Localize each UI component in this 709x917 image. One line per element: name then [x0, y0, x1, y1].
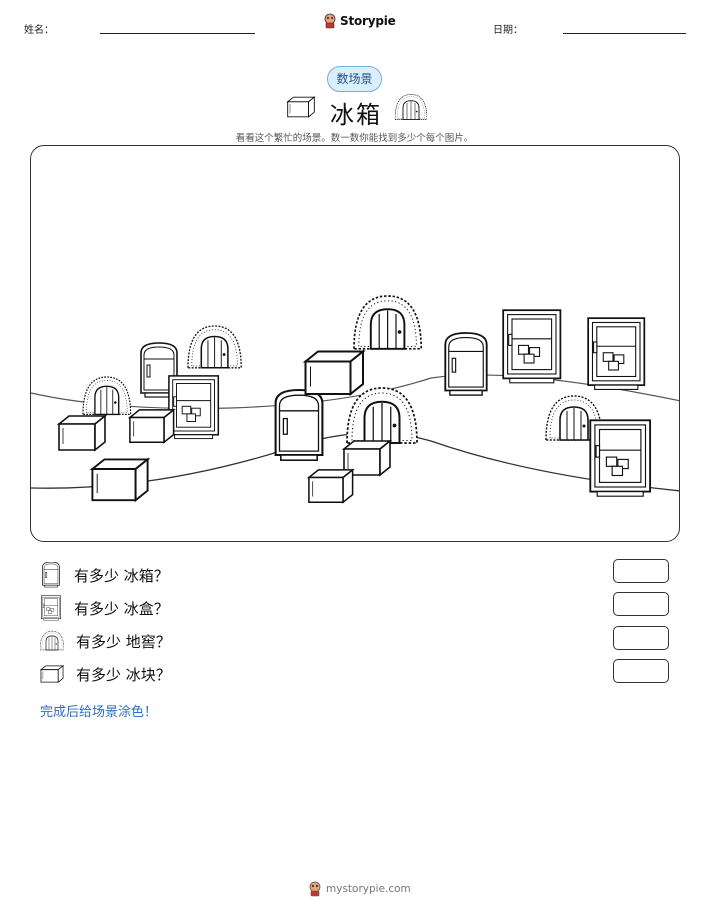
category-badge: 数场景	[327, 66, 382, 92]
cellar-2	[353, 295, 423, 350]
fridge-icon	[42, 562, 60, 588]
brand-name: Storypie	[340, 14, 396, 28]
fridge-3	[274, 388, 324, 462]
ice-box-icon	[41, 595, 61, 621]
counting-scene	[30, 145, 680, 542]
brand-logo: Storypie	[323, 13, 396, 29]
cellar-icon	[395, 94, 427, 120]
answer-box-fridge[interactable]	[613, 559, 669, 583]
cellar-icon	[40, 630, 64, 651]
fridge-2	[444, 332, 488, 397]
answer-box-ice-cube[interactable]	[613, 659, 669, 683]
ice-box-3	[168, 375, 220, 440]
ice-box-4	[589, 419, 652, 498]
name-label: 姓名：	[24, 25, 54, 36]
question-text: 有多少 冰块？	[76, 665, 171, 684]
ice-box-2	[587, 317, 646, 391]
cellar-1	[187, 325, 242, 369]
page-title: 冰箱	[330, 101, 382, 129]
scene-illustration	[31, 295, 679, 503]
ice-cube-3	[129, 409, 175, 443]
question-text: 有多少 冰盒？	[74, 599, 169, 618]
question-fridge: 有多少 冰箱？	[40, 562, 169, 588]
question-ice-cube: 有多少 冰块？	[40, 661, 171, 687]
question-cellar: 有多少 地窖？	[40, 628, 171, 654]
name-field[interactable]	[100, 33, 255, 34]
answer-box-ice-box[interactable]	[613, 592, 669, 616]
site-footer: mystorypie.com	[308, 881, 411, 897]
storypie-mascot-icon	[309, 881, 321, 897]
ice-cube-6	[308, 469, 354, 503]
ice-cube-1	[304, 350, 364, 395]
question-text: 有多少 地窖？	[76, 632, 171, 651]
instructions: 看看这个繁忙的场景。数一数你能找到多少个每个图片。	[235, 133, 474, 144]
cellar-3	[82, 376, 132, 416]
ice-cube-icon	[40, 665, 64, 683]
question-ice-box: 有多少 冰盒？	[40, 595, 169, 621]
date-label: 日期：	[493, 25, 523, 36]
coloring-note: 完成后给场景涂色！	[40, 705, 158, 720]
ice-box-1	[502, 309, 562, 384]
question-text: 有多少 冰箱？	[74, 566, 169, 585]
storypie-mascot-icon	[324, 13, 336, 29]
ice-cube-4	[91, 458, 149, 502]
ice-cube-2	[58, 415, 106, 451]
date-field[interactable]	[563, 33, 686, 34]
site-url[interactable]: mystorypie.com	[326, 883, 411, 895]
answer-box-cellar[interactable]	[613, 626, 669, 650]
ice-cube-icon	[287, 96, 315, 118]
